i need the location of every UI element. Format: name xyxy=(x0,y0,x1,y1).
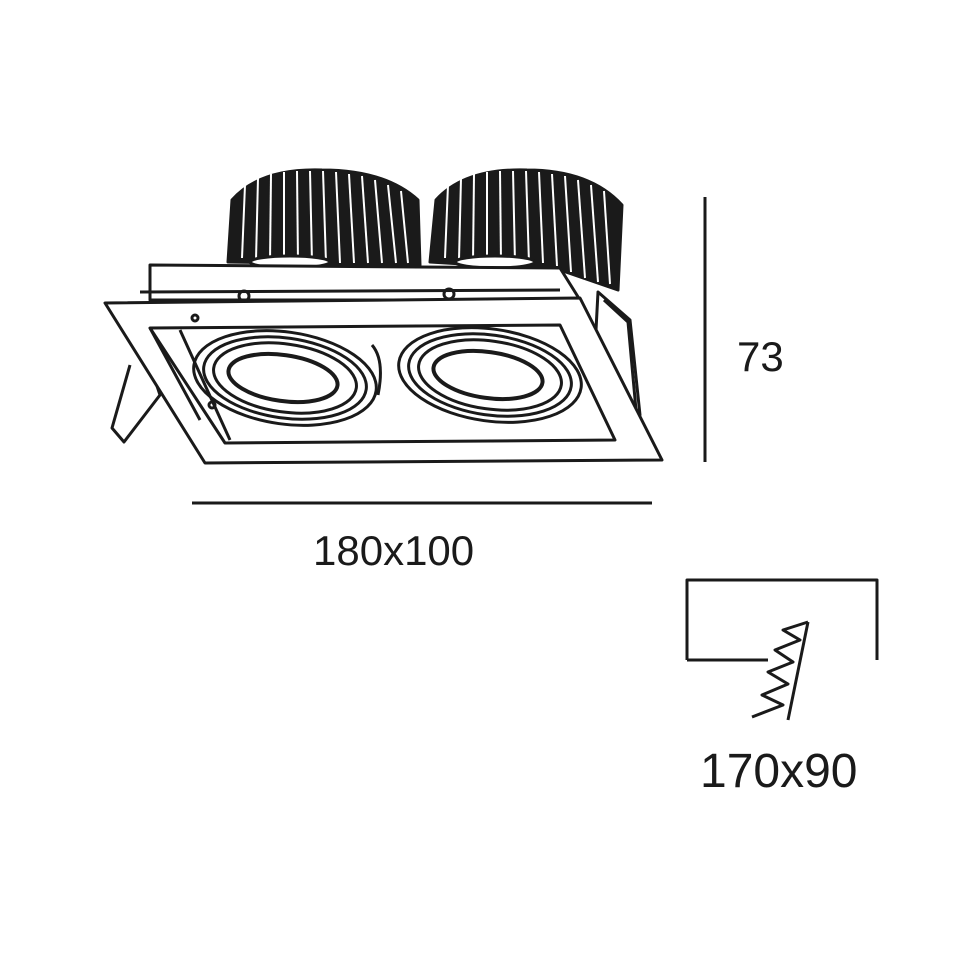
height-label: 73 xyxy=(737,333,784,380)
heatsink-left xyxy=(226,168,422,270)
heatsink-right xyxy=(428,168,624,292)
lens-left xyxy=(192,329,378,427)
cutout-label: 170x90 xyxy=(700,745,858,798)
cutout-icon xyxy=(685,578,879,721)
lens-right xyxy=(397,326,583,424)
size-label: 180x100 xyxy=(313,527,475,574)
back-plate xyxy=(148,263,582,302)
